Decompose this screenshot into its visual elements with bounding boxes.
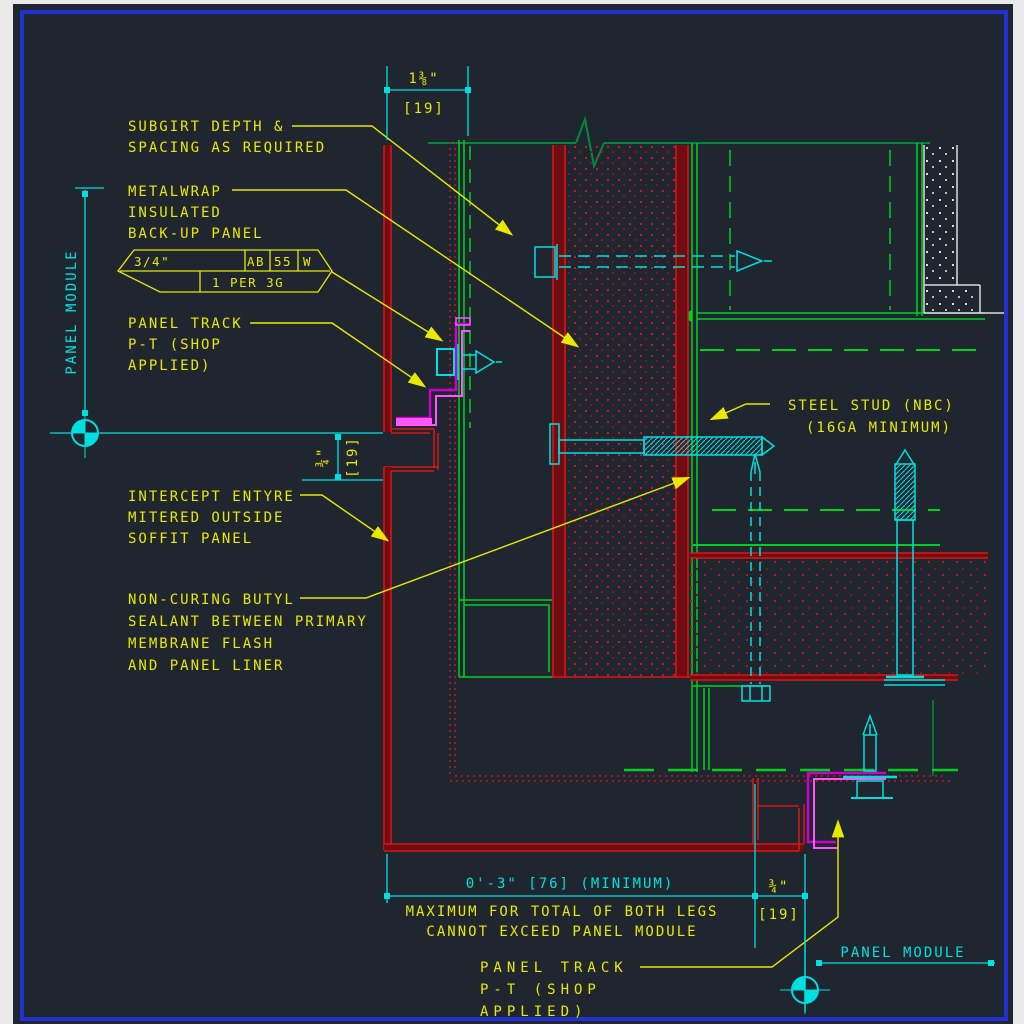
label-subgirt-line2: SPACING AS REQUIRED	[128, 140, 326, 156]
label-soffit-line2: MITERED OUTSIDE	[128, 510, 284, 526]
steel-stud-framing	[428, 115, 988, 776]
insulation-horizontal	[690, 559, 986, 675]
label-butyl-line3: MEMBRANE FLASH	[128, 636, 274, 652]
label-panel-track-lower-line1: PANEL TRACK	[480, 960, 628, 976]
page-margin-right	[1013, 0, 1024, 1024]
track-bolt-and-pin	[436, 344, 502, 380]
tag-col1: AB	[247, 254, 265, 269]
label-butyl-line1: NON-CURING BUTYL	[128, 592, 295, 608]
label-butyl-line2: SEALANT BETWEEN PRIMARY	[128, 614, 368, 630]
label-panel-track-upper-line2: P-T (SHOP	[128, 337, 222, 353]
dim-panel-depth	[384, 66, 471, 140]
leader-fastener-tag	[331, 271, 444, 342]
dim-face-step-imperial: ¾"	[315, 447, 331, 468]
leader-butyl-sealant	[300, 477, 691, 599]
page-margin-top	[0, 0, 1024, 4]
threaded-screw-vertical	[886, 448, 924, 679]
dim-bottom	[384, 784, 808, 1012]
label-steel-stud-line2: (16GA MINIMUM)	[806, 420, 952, 436]
dim-bottom-step-metric: [19]	[758, 907, 800, 923]
dim-panel-depth-metric: [19]	[403, 101, 445, 117]
label-soffit-line3: SOFFIT PANEL	[128, 531, 253, 547]
leader-steel-stud	[709, 403, 770, 421]
tag-note: 1 PER 3G	[212, 275, 284, 290]
backup-panel-face	[458, 140, 555, 678]
label-metalwrap-line3: BACK-UP PANEL	[128, 226, 264, 242]
label-steel-stud-line1: STEEL STUD (NBC)	[788, 398, 955, 414]
dim-panel-depth-imperial: 1⅜"	[408, 71, 439, 87]
label-butyl-line4: AND PANEL LINER	[128, 658, 284, 674]
label-panel-track-lower-line3: APPLIED)	[480, 1004, 587, 1020]
track-screw-bottom	[843, 713, 897, 799]
dim-bottom-step-imperial: ¾"	[769, 879, 790, 895]
dim-face-step-metric: [19]	[345, 436, 361, 478]
dim-right-panel-module	[780, 920, 995, 1014]
dimension-text: 1⅜" [19] PANEL MODULE ¾" [19] 0'-3" [76]…	[64, 71, 965, 961]
hidden-screw-vertical	[741, 453, 771, 702]
label-subgirt-line1: SUBGIRT DEPTH &	[128, 119, 284, 135]
tag-size: 3/4"	[134, 254, 170, 269]
hidden-bolt-horizontal	[534, 244, 772, 280]
membrane-flash	[449, 142, 952, 782]
panel-track-lower-geometry	[806, 771, 886, 849]
label-panel-track-lower-line2: P-T (SHOP	[480, 982, 601, 998]
leader-panel-track-upper	[250, 322, 427, 388]
backup-panel-liner	[383, 145, 392, 432]
label-metalwrap-line2: INSULATED	[128, 205, 222, 221]
dimension-lines	[50, 66, 995, 1014]
flashing-line	[884, 679, 945, 686]
label-soffit-line1: INTERCEPT ENTYRE	[128, 489, 295, 505]
dim-left-panel-module-label: PANEL MODULE	[64, 249, 80, 374]
dim-right-panel-module-label: PANEL MODULE	[840, 945, 965, 961]
dim-face-step	[302, 434, 383, 481]
tag-col3: W	[303, 254, 312, 269]
dim-left-panel-module	[50, 187, 383, 458]
face-step	[384, 428, 439, 472]
insulation-vertical	[565, 145, 676, 676]
soffit-bottom-face	[384, 778, 805, 852]
dim-leg-min: 0'-3" [76] (MINIMUM)	[466, 876, 675, 892]
label-legs-note-line1: MAXIMUM FOR TOTAL OF BOTH LEGS	[406, 904, 719, 920]
page-margin-left	[0, 0, 13, 1024]
screw-horizontal-through-stud	[549, 423, 776, 465]
fasteners	[436, 244, 945, 799]
label-metalwrap-line1: METALWRAP	[128, 184, 222, 200]
fastener-tag-symbol	[117, 249, 333, 293]
concrete-block	[923, 145, 1004, 314]
label-panel-track-upper-line3: APPLIED)	[128, 358, 211, 374]
leader-soffit-panel	[300, 494, 390, 542]
tag-col2: 55	[274, 254, 292, 269]
leader-metalwrap	[232, 189, 580, 348]
label-panel-track-upper-line1: PANEL TRACK	[128, 316, 243, 332]
leader-subgirt	[292, 125, 514, 236]
label-legs-note-line2: CANNOT EXCEED PANEL MODULE	[426, 924, 697, 940]
annotation-text: SUBGIRT DEPTH & SPACING AS REQUIRED META…	[128, 119, 955, 1020]
panel-track-upper-geometry	[396, 317, 471, 426]
sheet-border	[20, 10, 1008, 1021]
red-panel-geometry	[383, 142, 988, 852]
